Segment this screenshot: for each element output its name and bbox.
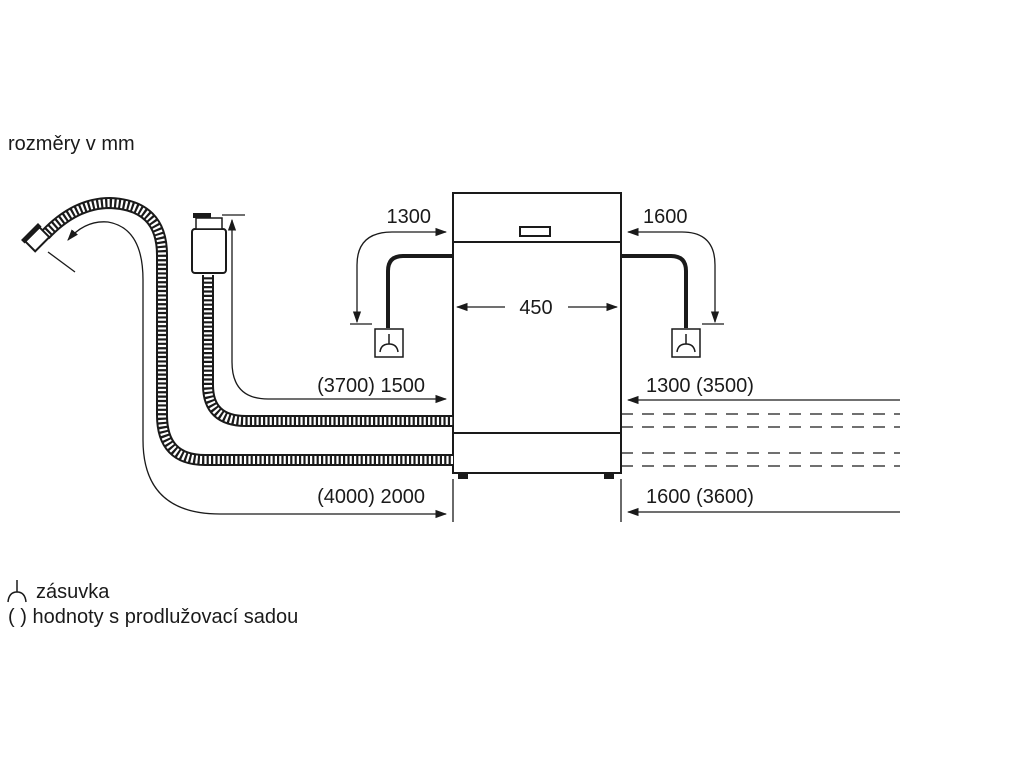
drain-hose-right-label: 1300 (3500) xyxy=(646,375,754,397)
legend-parenthesis-row: ( ) hodnoty s prodlužovací sadou xyxy=(8,606,298,629)
drain-hose: (3700) 1500 xyxy=(191,213,453,427)
tap-connector xyxy=(21,223,51,253)
power-cord-right-arrow xyxy=(626,227,720,324)
power-cord-left-cable xyxy=(386,254,453,328)
inlet-hose-left-label: (4000) 2000 xyxy=(317,486,425,508)
inlet-hose-right-label: 1600 (3600) xyxy=(646,486,754,508)
inlet-hose-tick xyxy=(47,251,76,273)
inlet-hose-left-arrow xyxy=(67,221,448,519)
drain-hose-left-arrow xyxy=(227,218,448,404)
drain-hose-right: 1300 (3500) xyxy=(621,375,900,428)
inlet-hose-right: 1600 (3600) xyxy=(621,452,900,517)
legend-parenthesis-label: hodnoty s prodlužovací sadou xyxy=(32,606,299,628)
siphon-connector xyxy=(191,228,227,274)
socket-icon xyxy=(671,328,701,358)
units-heading: rozměry v mm xyxy=(8,133,135,155)
power-cord-left-label: 1300 xyxy=(387,206,432,228)
drain-hose-left-label: (3700) 1500 xyxy=(317,375,425,397)
inlet-hose: (4000) 2000 xyxy=(21,196,453,519)
handle xyxy=(519,226,551,237)
power-cord-right-cable xyxy=(621,254,688,328)
socket-icon xyxy=(374,328,404,358)
legend-socket-icon xyxy=(7,580,27,603)
power-cord-left: 1300 xyxy=(350,206,453,358)
dishwasher xyxy=(452,192,622,479)
width-label: 450 xyxy=(519,297,552,319)
siphon-top xyxy=(193,213,211,218)
foot-right xyxy=(604,473,614,479)
dishwasher-body xyxy=(452,192,622,474)
power-cord-left-arrow xyxy=(352,227,448,324)
siphon-cap xyxy=(195,217,223,230)
legend-socket-label: zásuvka xyxy=(36,581,110,603)
power-cord-right-label: 1600 xyxy=(643,206,688,228)
foot-left xyxy=(458,473,468,479)
width-dimension: 450 xyxy=(455,297,619,319)
power-cord-right: 1600 xyxy=(621,206,724,358)
legend-parenthesis-symbol: ( ) xyxy=(8,606,27,628)
